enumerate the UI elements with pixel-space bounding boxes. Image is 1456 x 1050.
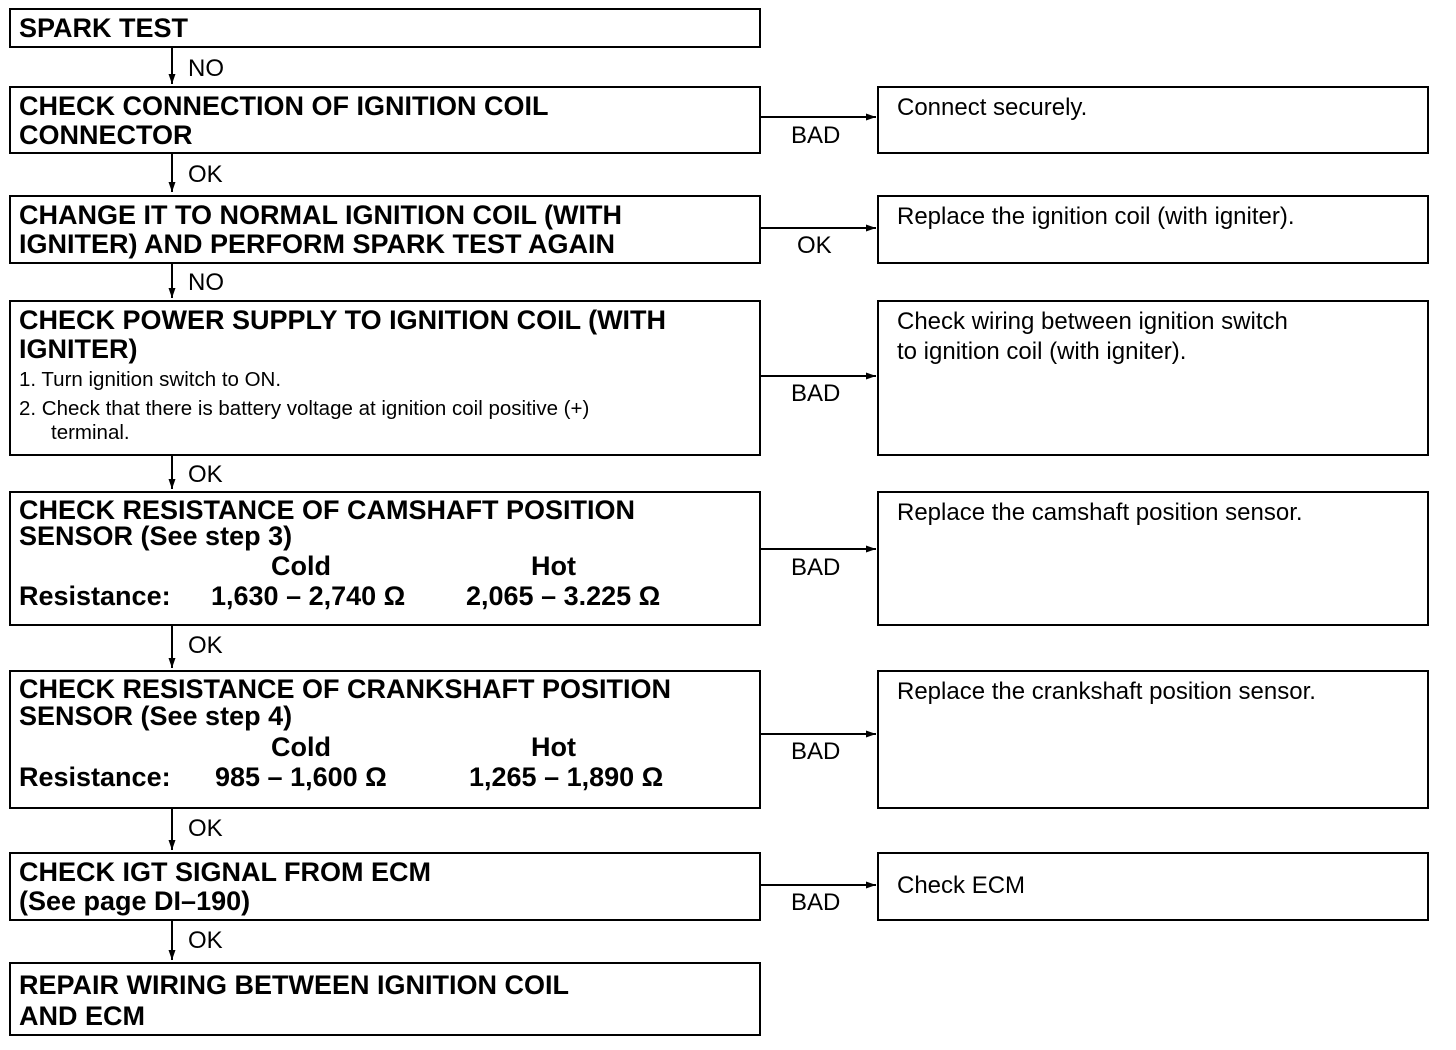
hot-value: 1,265 – 1,890 Ω: [469, 762, 664, 792]
result-replace-ignition-coil: Replace the ignition coil (with igniter)…: [877, 195, 1429, 264]
step-check-crankshaft-sensor: CHECK RESISTANCE OF CRANKSHAFT POSITION …: [9, 670, 761, 809]
step-repair-wiring: REPAIR WIRING BETWEEN IGNITION COIL AND …: [9, 962, 761, 1036]
cold-value: 985 – 1,600 Ω: [215, 762, 387, 792]
hot-label: Hot: [531, 732, 576, 762]
down-label-4: OK: [188, 461, 223, 488]
branch-label-5: BAD: [791, 738, 841, 765]
instruction-2: 2. Check that there is battery voltage a…: [19, 397, 590, 444]
step-check-power-supply: CHECK POWER SUPPLY TO IGNITION COIL (WIT…: [9, 300, 761, 456]
step-title: CHECK RESISTANCE OF CAMSHAFT POSITION SE…: [19, 495, 636, 551]
result-text: Replace the camshaft position sensor.: [897, 499, 1303, 526]
result-text: Check ECM: [897, 872, 1026, 899]
step-title: CHECK POWER SUPPLY TO IGNITION COIL (WIT…: [19, 305, 667, 364]
step-title: CHECK CONNECTION OF IGNITION COIL CONNEC…: [19, 91, 549, 150]
cold-label: Cold: [271, 551, 331, 581]
step-check-connection: CHECK CONNECTION OF IGNITION COIL CONNEC…: [9, 86, 761, 154]
step-title: CHECK RESISTANCE OF CRANKSHAFT POSITION …: [19, 674, 672, 731]
down-label-2: OK: [188, 161, 223, 188]
branch-label-4: BAD: [791, 554, 841, 581]
down-label-1: NO: [188, 55, 224, 82]
step-title: REPAIR WIRING BETWEEN IGNITION COIL AND …: [19, 970, 569, 1031]
resistance-header: Cold Hot: [19, 551, 759, 581]
step-title: SPARK TEST: [19, 13, 189, 43]
result-text: Connect securely.: [897, 94, 1088, 121]
step-check-camshaft-sensor: CHECK RESISTANCE OF CAMSHAFT POSITION SE…: [9, 491, 761, 626]
step-title: CHECK IGT SIGNAL FROM ECM (See page DI–1…: [19, 857, 432, 916]
branch-label-6: BAD: [791, 889, 841, 916]
resistance-header: Cold Hot: [19, 732, 759, 762]
down-label-7: OK: [188, 927, 223, 954]
instruction-1: 1. Turn ignition switch to ON.: [19, 368, 282, 391]
resistance-label: Resistance:: [19, 762, 171, 792]
hot-value: 2,065 – 3.225 Ω: [466, 581, 661, 611]
resistance-row: Resistance: 1,630 – 2,740 Ω 2,065 – 3.22…: [19, 581, 759, 613]
cold-value: 1,630 – 2,740 Ω: [211, 581, 406, 611]
branch-label-1: BAD: [791, 122, 841, 149]
resistance-row: Resistance: 985 – 1,600 Ω 1,265 – 1,890 …: [19, 762, 759, 794]
branch-label-2: OK: [797, 232, 832, 259]
result-replace-crankshaft-sensor: Replace the crankshaft position sensor.: [877, 670, 1429, 809]
step-check-igt-signal: CHECK IGT SIGNAL FROM ECM (See page DI–1…: [9, 852, 761, 921]
step-spark-test: SPARK TEST: [9, 8, 761, 48]
result-text: Replace the crankshaft position sensor.: [897, 678, 1316, 705]
result-replace-camshaft-sensor: Replace the camshaft position sensor.: [877, 491, 1429, 626]
result-check-wiring: Check wiring between ignition switch to …: [877, 300, 1429, 456]
result-text: Replace the ignition coil (with igniter)…: [897, 203, 1295, 230]
result-connect-securely: Connect securely.: [877, 86, 1429, 154]
down-label-6: OK: [188, 815, 223, 842]
cold-label: Cold: [271, 732, 331, 762]
down-label-5: OK: [188, 632, 223, 659]
hot-label: Hot: [531, 551, 576, 581]
result-check-ecm: Check ECM: [877, 852, 1429, 921]
resistance-label: Resistance:: [19, 581, 171, 611]
result-text: Check wiring between ignition switch to …: [897, 308, 1288, 365]
down-label-3: NO: [188, 269, 224, 296]
step-title: CHANGE IT TO NORMAL IGNITION COIL (WITH …: [19, 200, 622, 259]
branch-label-3: BAD: [791, 380, 841, 407]
step-change-ignition-coil: CHANGE IT TO NORMAL IGNITION COIL (WITH …: [9, 195, 761, 264]
